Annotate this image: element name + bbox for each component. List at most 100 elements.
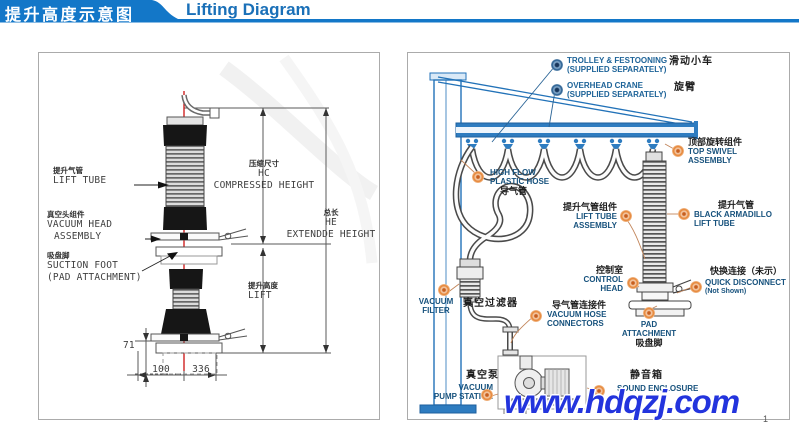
right-diagram-panel: TROLLEY & FESTOONING (SUPPLIED SEPARATEL… xyxy=(407,52,790,420)
black-armadillo-callout-bullet-icon xyxy=(678,208,690,220)
suction-foot-label-en1: SUCTION FOOT xyxy=(47,260,119,271)
vacuum-filter-label-cn: 真空过滤器 xyxy=(463,298,518,309)
quick-disconnect-label-cn: 快换连接（未示） xyxy=(710,266,783,276)
pad-attachment-label-en2: ATTACHMENT xyxy=(621,329,677,338)
quick-disconnect-label-en1: QUICK DISCONNECT xyxy=(705,278,786,287)
extended-lift-tube xyxy=(150,94,249,265)
callout-lift-height: 提升高度 LIFT xyxy=(248,281,278,302)
top-swivel-callout-bullet-icon xyxy=(672,145,684,157)
callout-lift-tube-assembly: 提升气管组件 LIFT TUBE ASSEMBLY xyxy=(537,202,617,230)
lift-tube-assembly-label-cn: 提升气管组件 xyxy=(562,202,617,212)
high-flow-hose-callout-bullet-icon xyxy=(472,171,484,183)
lift-tube-assembly-label-en1: LIFT TUBE xyxy=(576,212,617,221)
overhead-crane-label-en1: OVERHEAD CRANE xyxy=(567,81,644,90)
sound-enclosure-callout-bullet-icon xyxy=(593,385,605,397)
collapsed-lift-tube xyxy=(150,269,248,375)
dimension-arrowheads xyxy=(138,108,329,382)
callout-compressed-height: 压缩尺寸 HC COMPRESSED HEIGHT xyxy=(184,159,344,191)
lift-tube-assembly-label-en2: ASSEMBLY xyxy=(573,221,617,230)
extended-height-code: HE xyxy=(325,217,337,228)
callout-hose-connectors: VACUUM HOSE CONNECTORS xyxy=(547,310,606,328)
callout-overhead-crane: OVERHEAD CRANE (SUPPLIED SEPARATELY) xyxy=(567,81,666,99)
hose-connectors-callout-bullet-icon xyxy=(530,310,542,322)
pad-attachment-label-cn: 吸盘脚 xyxy=(635,338,663,348)
high-flow-hose-label-cn: 导气管 xyxy=(500,186,528,196)
black-armadillo-label-en2: LIFT TUBE xyxy=(694,219,735,228)
callout-lift-tube: 提升气管 LIFT TUBE xyxy=(53,166,106,187)
compressed-height-code: HC xyxy=(258,168,270,179)
trolley-label-en1: TROLLEY & FESTOONING xyxy=(567,56,668,65)
trolley-hangers xyxy=(465,138,660,152)
callout-pump-station: VACUUM PUMP STATION xyxy=(411,383,493,401)
top-swivel-label-cn: 顶部旋转组件 xyxy=(688,137,743,147)
top-swivel-label-en1: TOP SWIVEL xyxy=(688,147,738,156)
hose-connectors-label-en2: CONNECTORS xyxy=(547,319,604,328)
lift-tube-label-en: LIFT TUBE xyxy=(53,175,107,186)
vacuum-filter-label-en2: FILTER xyxy=(422,306,450,315)
callout-suction-foot: 吸盘脚 SUCTION FOOT (PAD ATTACHMENT) xyxy=(47,251,142,283)
callout-extended-height: 总长 HE EXTENDDE HEIGHT xyxy=(251,208,411,240)
lift-height-label-en: LIFT xyxy=(248,290,272,301)
callout-vacuum-filter: VACUUM FILTER xyxy=(410,297,462,315)
vacuum-filter-callout-bullet-icon xyxy=(438,284,450,296)
vacuum-filter-label-en1: VACUUM xyxy=(418,297,454,306)
vacuum-head-label-en1: VACUUM HEAD xyxy=(47,219,113,230)
dimension-71: 71 xyxy=(123,340,135,351)
overhead-crane-label-cn: 旋臂 xyxy=(674,82,696,93)
black-armadillo-label-en1: BLACK ARMADILLO xyxy=(694,210,772,219)
festoon-hose xyxy=(468,148,657,181)
hose-connectors-label-en1: VACUUM HOSE xyxy=(547,310,607,319)
callout-quick-disconnect: QUICK DISCONNECT (Not Shown) xyxy=(705,278,786,296)
extended-height-label-en: EXTENDDE HEIGHT xyxy=(286,228,376,240)
overhead-crane-label-en2: (SUPPLIED SEPARATELY) xyxy=(567,90,667,99)
trolley-callout-bullet-icon xyxy=(551,59,563,71)
callout-black-armadillo: 提升气管 BLACK ARMADILLO LIFT TUBE xyxy=(694,200,786,228)
header: 提升高度示意图 Lifting Diagram xyxy=(0,0,799,34)
vacuum-head-label-en2: ASSEMBLY xyxy=(54,230,102,242)
left-diagram-panel: 提升气管 LIFT TUBE 真空头组件 VACUUM HEAD ASSEMBL… xyxy=(38,52,380,420)
pump-station-callout-bullet-icon xyxy=(481,389,493,401)
black-armadillo-label-cn: 提升气管 xyxy=(718,200,755,210)
background-watermark-swash xyxy=(219,54,379,264)
header-ribbon xyxy=(0,0,799,23)
armadillo-lift-tube-drawing xyxy=(628,151,694,317)
compressed-height-label-cn: 压缩尺寸 xyxy=(249,159,279,168)
quick-disconnect-callout-bullet-icon xyxy=(690,281,702,293)
lift-tube-technical-drawing xyxy=(127,54,379,387)
page-number: 1 xyxy=(763,414,769,424)
overhead-crane-callout-bullet-icon xyxy=(551,84,563,96)
pump-station-label-en2: PUMP STATION xyxy=(433,392,493,401)
trolley-label-cn: 滑动小车 xyxy=(669,56,713,67)
control-head-label-en2: HEAD xyxy=(600,284,623,293)
dimension-100: 100 xyxy=(152,364,170,375)
control-head-label-en1: CONTROL xyxy=(583,275,623,284)
compressed-height-label-en: COMPRESSED HEIGHT xyxy=(213,179,315,191)
pad-attachment-label-en1: PAD xyxy=(640,320,658,329)
vacuum-head-label-cn: 真空头组件 xyxy=(47,210,85,219)
hose-connectors-label-cn: 导气管连接件 xyxy=(552,300,607,310)
lift-height-label-cn: 提升高度 xyxy=(248,281,278,290)
control-head-label-cn: 控制室 xyxy=(595,265,623,275)
lift-tube-label-cn: 提升气管 xyxy=(53,166,83,175)
site-watermark: www.hdqzj.com xyxy=(504,383,740,420)
dimension-336: 336 xyxy=(192,364,210,375)
page-title-cn: 提升高度示意图 xyxy=(5,7,135,24)
high-flow-hose-label-en1: HIGH FLOW xyxy=(490,168,536,177)
high-flow-hose-label-en2: PLASTIC HOSE xyxy=(490,177,550,186)
trolley-label-en2: (SUPPLIED SEPARATELY) xyxy=(567,65,667,74)
pump-station-label-cn: 真空泵 xyxy=(466,370,499,381)
vacuum-hose-to-pump xyxy=(467,301,519,358)
label-leader-arrows xyxy=(134,181,178,272)
lifting-system-schematic xyxy=(419,65,698,414)
control-head-callout-bullet-icon xyxy=(627,277,639,289)
callout-high-flow-hose: HIGH FLOW PLASTIC HOSE 导气管 xyxy=(490,168,549,196)
callout-top-swivel: 顶部旋转组件 TOP SWIVEL ASSEMBLY xyxy=(688,137,742,165)
pump-station-label-en1: VACUUM xyxy=(458,383,493,392)
suction-foot-label-cn: 吸盘脚 xyxy=(47,251,70,260)
jib-crane-beam xyxy=(437,76,698,139)
callout-vacuum-head: 真空头组件 VACUUM HEAD ASSEMBLY xyxy=(47,210,112,242)
pad-attachment-callout-bullet-icon xyxy=(643,307,655,319)
callout-pad-attachment: PAD ATTACHMENT 吸盘脚 xyxy=(609,320,689,348)
lift-tube-assembly-callout-bullet-icon xyxy=(620,210,632,222)
